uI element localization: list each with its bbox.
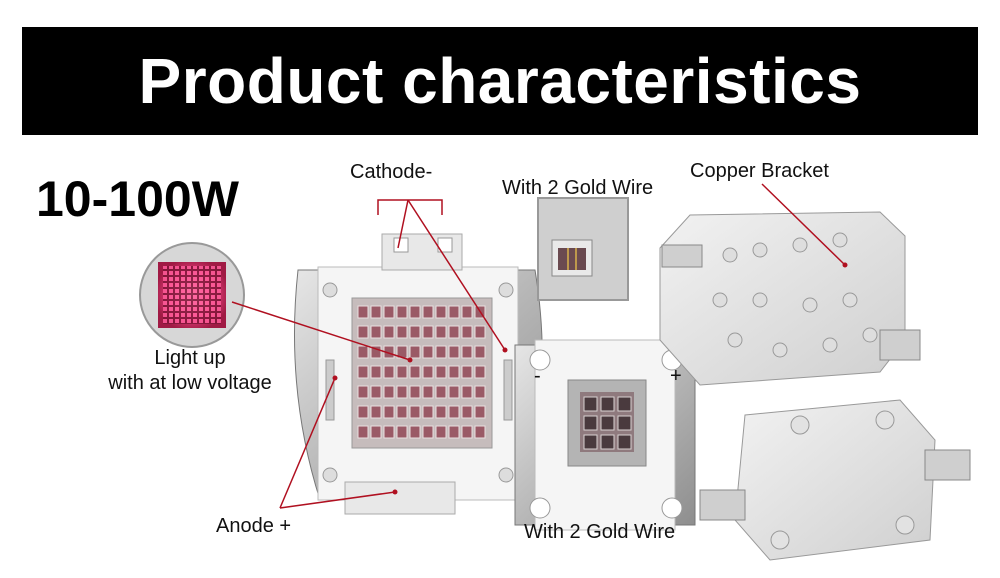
led-die bbox=[422, 385, 434, 399]
led-die bbox=[409, 425, 421, 439]
led-die bbox=[435, 425, 447, 439]
led-die bbox=[357, 365, 369, 379]
led-die bbox=[409, 365, 421, 379]
led-die bbox=[383, 425, 395, 439]
led-die bbox=[435, 405, 447, 419]
led-die bbox=[383, 365, 395, 379]
led-die bbox=[448, 345, 460, 359]
led-die bbox=[461, 385, 473, 399]
anode-label: Anode + bbox=[216, 515, 292, 537]
led-die bbox=[435, 325, 447, 339]
led-die bbox=[370, 345, 382, 359]
led-die bbox=[383, 305, 395, 319]
led-die bbox=[435, 385, 447, 399]
led-die bbox=[409, 385, 421, 399]
led-die bbox=[383, 325, 395, 339]
led-die bbox=[396, 305, 408, 319]
led-die bbox=[461, 325, 473, 339]
led-die bbox=[422, 345, 434, 359]
led-die bbox=[370, 425, 382, 439]
led-die bbox=[396, 405, 408, 419]
led-die bbox=[461, 405, 473, 419]
led-die bbox=[600, 415, 615, 431]
led-die bbox=[396, 425, 408, 439]
led-die bbox=[474, 425, 486, 439]
banner-title: Product characteristics bbox=[138, 45, 862, 117]
cob-10w-chip: - + bbox=[514, 339, 696, 531]
led-die bbox=[435, 365, 447, 379]
led-die bbox=[583, 396, 598, 412]
led-die bbox=[357, 345, 369, 359]
copper-bracket-label: Copper Bracket bbox=[690, 160, 829, 182]
led-die bbox=[448, 425, 460, 439]
led-die bbox=[600, 396, 615, 412]
led-die bbox=[422, 405, 434, 419]
led-die bbox=[448, 325, 460, 339]
led-die bbox=[474, 345, 486, 359]
led-die bbox=[448, 405, 460, 419]
led-die bbox=[422, 365, 434, 379]
led-die bbox=[370, 385, 382, 399]
led-die bbox=[448, 305, 460, 319]
title-banner: Product characteristics bbox=[22, 27, 978, 135]
led-die bbox=[370, 365, 382, 379]
led-die bbox=[617, 434, 632, 450]
led-die bbox=[461, 305, 473, 319]
led-die bbox=[422, 325, 434, 339]
lit-led-inset bbox=[139, 242, 245, 348]
svg-text:-: - bbox=[534, 365, 541, 387]
led-die bbox=[461, 425, 473, 439]
led-die bbox=[461, 365, 473, 379]
led-die bbox=[357, 325, 369, 339]
led-die bbox=[474, 325, 486, 339]
led-die bbox=[370, 305, 382, 319]
led-die bbox=[617, 415, 632, 431]
led-die bbox=[357, 305, 369, 319]
annotation-dots bbox=[332, 262, 848, 495]
led-die bbox=[396, 325, 408, 339]
led-die bbox=[409, 305, 421, 319]
led-die bbox=[422, 305, 434, 319]
led-die bbox=[583, 434, 598, 450]
led-die bbox=[396, 365, 408, 379]
light-up-line2: with at low voltage bbox=[108, 372, 272, 394]
led-die bbox=[357, 385, 369, 399]
led-die bbox=[583, 415, 598, 431]
cathode-label: Cathode- bbox=[350, 161, 433, 183]
gold-wire-bottom-label: With 2 Gold Wire bbox=[524, 521, 676, 543]
led-die bbox=[357, 405, 369, 419]
led-die bbox=[448, 365, 460, 379]
led-die bbox=[422, 425, 434, 439]
silver-plate-bottom bbox=[699, 399, 971, 561]
led-die bbox=[409, 325, 421, 339]
led-die bbox=[357, 425, 369, 439]
led-die bbox=[383, 405, 395, 419]
led-die bbox=[474, 365, 486, 379]
led-die bbox=[435, 345, 447, 359]
led-die bbox=[461, 345, 473, 359]
led-die bbox=[409, 345, 421, 359]
led-die bbox=[383, 385, 395, 399]
led-die bbox=[370, 405, 382, 419]
annotation-lines bbox=[231, 183, 846, 509]
power-rating: 10-100W bbox=[36, 171, 239, 227]
light-up-label: Light up with at low voltage bbox=[105, 346, 275, 396]
led-die bbox=[474, 385, 486, 399]
svg-text:+: + bbox=[670, 365, 682, 387]
led-die bbox=[396, 385, 408, 399]
led-die bbox=[474, 405, 486, 419]
led-die bbox=[370, 325, 382, 339]
led-die bbox=[435, 305, 447, 319]
light-up-line1: Light up bbox=[154, 347, 226, 369]
led-die bbox=[600, 434, 615, 450]
gold-wire-top-label: With 2 Gold Wire bbox=[502, 177, 654, 199]
copper-bracket-top bbox=[659, 211, 921, 386]
led-die bbox=[617, 396, 632, 412]
led-die bbox=[409, 405, 421, 419]
cob-100w-chip bbox=[294, 233, 543, 515]
led-die bbox=[448, 385, 460, 399]
gold-wire-magnifier bbox=[537, 197, 629, 301]
